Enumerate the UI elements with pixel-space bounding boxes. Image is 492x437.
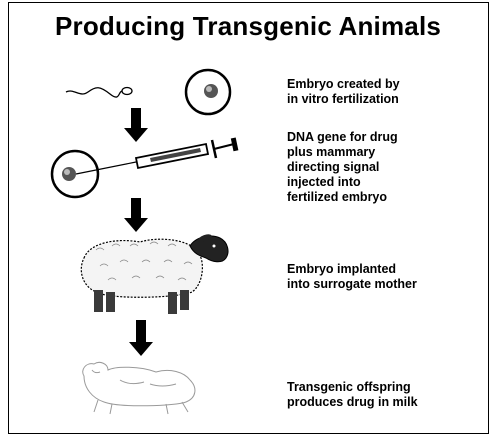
down-arrow-icon	[124, 108, 148, 142]
syringe-icon	[76, 138, 238, 174]
egg-cell-icon	[186, 70, 230, 114]
sperm-icon	[66, 88, 132, 98]
lamb-icon	[83, 362, 195, 414]
sheep-icon	[81, 233, 228, 314]
down-arrow-icon	[129, 320, 153, 356]
down-arrow-icon	[124, 198, 148, 232]
fertilized-embryo-icon	[52, 151, 98, 197]
